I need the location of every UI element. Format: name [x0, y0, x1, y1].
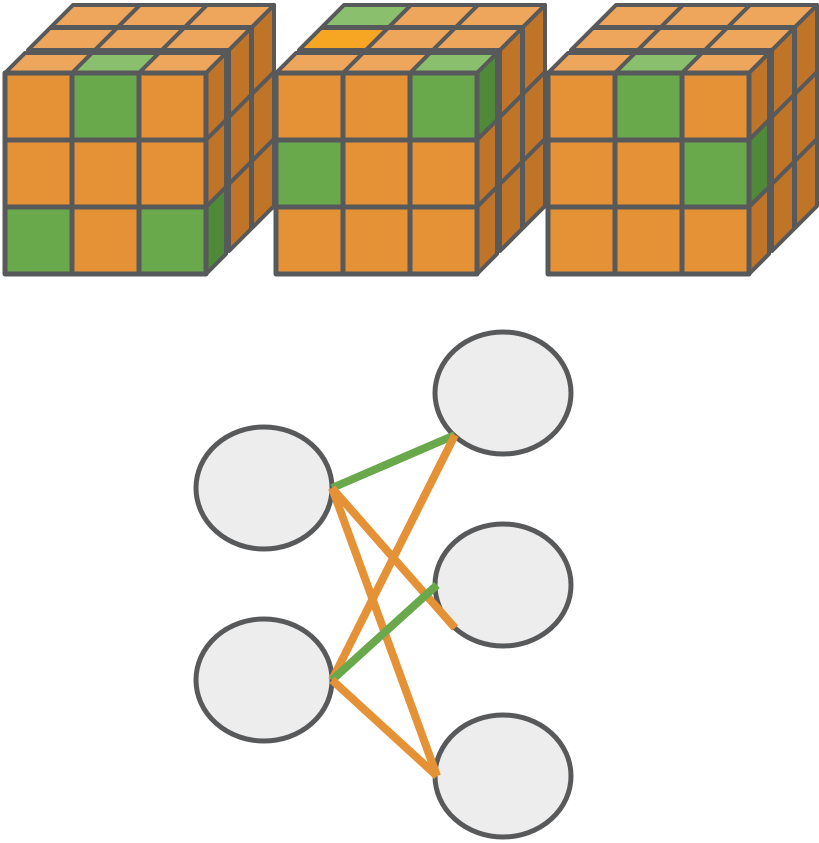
cube-front-cell [69, 204, 142, 277]
cube-front-cell [136, 70, 209, 143]
cube-front-cell [407, 137, 480, 210]
cube-front-cell [612, 137, 685, 210]
cube-2 [273, 3, 547, 277]
cube-1 [2, 3, 276, 277]
cube-side-cell [770, 160, 796, 253]
node-l2 [193, 616, 335, 744]
cube-front-cell [407, 204, 480, 277]
edge-l2-r1 [328, 433, 459, 682]
cube-top-cell [703, 26, 796, 52]
cube-top-cell [160, 26, 253, 52]
cube-group [2, 3, 819, 277]
cube-front-cell [2, 70, 75, 143]
cube-front-cell [545, 137, 618, 210]
cube-front-cell [136, 137, 209, 210]
edge-l2-r2 [329, 582, 440, 683]
cube-front-cell [679, 137, 752, 210]
cube-side-cell [498, 160, 524, 253]
cube-front-cell [340, 70, 413, 143]
cube-top-cell [431, 26, 524, 52]
cube-3 [545, 3, 819, 277]
cube-front-cell [69, 70, 142, 143]
cube-front-cell [273, 137, 346, 210]
cube-front-cell [2, 137, 75, 210]
cube-front-cell [136, 204, 209, 277]
edge-l1-r1 [330, 431, 457, 492]
cube-front-cell [69, 137, 142, 210]
graph-nodes [193, 329, 574, 840]
cube-front-cell [545, 204, 618, 277]
cube-front-cell [679, 70, 752, 143]
cube-front-cell [2, 204, 75, 277]
cube-front-cell [340, 204, 413, 277]
cube-front-cell [612, 204, 685, 277]
cube-front-cell [407, 70, 480, 143]
cube-front-cell [273, 70, 346, 143]
cube-front-cell [545, 70, 618, 143]
cube-front-cell [679, 204, 752, 277]
cube-side-cell [227, 160, 253, 253]
cube-front-cell [273, 204, 346, 277]
edge-l2-r3 [329, 677, 440, 779]
cube-front-cell [340, 137, 413, 210]
node-r2 [432, 521, 574, 649]
node-l1 [193, 424, 335, 552]
node-r3 [432, 712, 574, 840]
graph-edges [328, 431, 459, 779]
node-r1 [432, 329, 574, 457]
cube-front-cell [612, 70, 685, 143]
